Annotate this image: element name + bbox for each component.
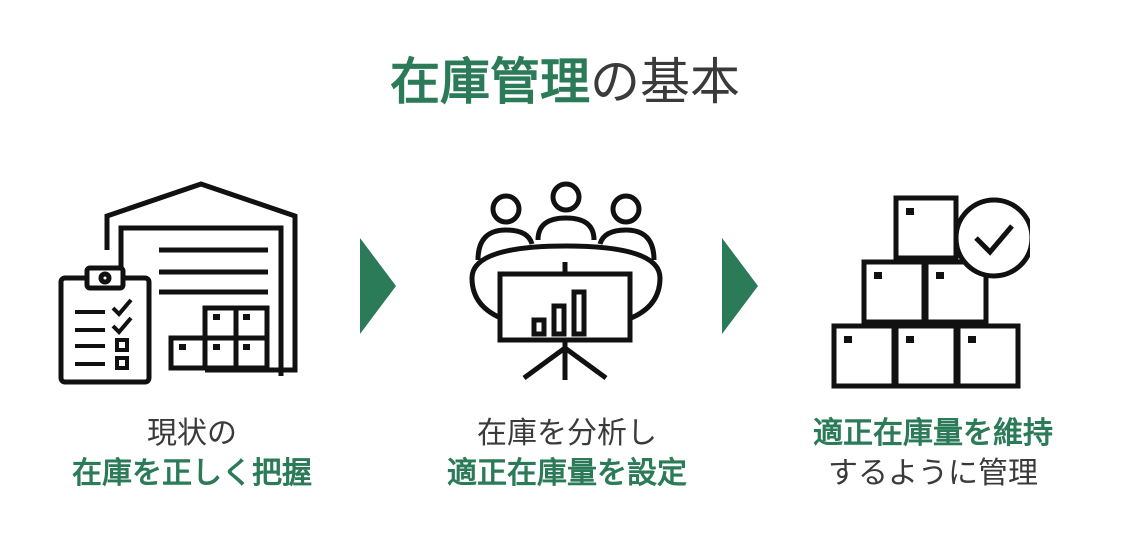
warehouse-clipboard-icon bbox=[55, 180, 305, 390]
arrow-right-icon bbox=[360, 238, 400, 338]
title-rest: の基本 bbox=[590, 53, 740, 111]
step-3-line-1: 適正在庫量を維持 bbox=[813, 416, 1053, 451]
meeting-presentation-icon bbox=[466, 180, 666, 385]
step-3-line-2: するように管理 bbox=[828, 456, 1038, 491]
arrow-right-icon bbox=[722, 238, 762, 338]
step-1-line-1: 現状の bbox=[147, 416, 237, 451]
step-caption-3: 適正在庫量を維持 するように管理 bbox=[753, 414, 1113, 494]
title-accent: 在庫管理 bbox=[390, 53, 590, 111]
page-title: 在庫管理の基本 bbox=[0, 50, 1130, 114]
step-2-line-1: 在庫を分析し bbox=[477, 416, 657, 451]
step-caption-2: 在庫を分析し 適正在庫量を設定 bbox=[387, 414, 747, 494]
step-caption-1: 現状の 在庫を正しく把握 bbox=[12, 414, 372, 494]
step-1-line-2: 在庫を正しく把握 bbox=[72, 456, 312, 491]
step-2-line-2: 適正在庫量を設定 bbox=[447, 456, 687, 491]
stacked-boxes-check-icon bbox=[830, 192, 1030, 390]
